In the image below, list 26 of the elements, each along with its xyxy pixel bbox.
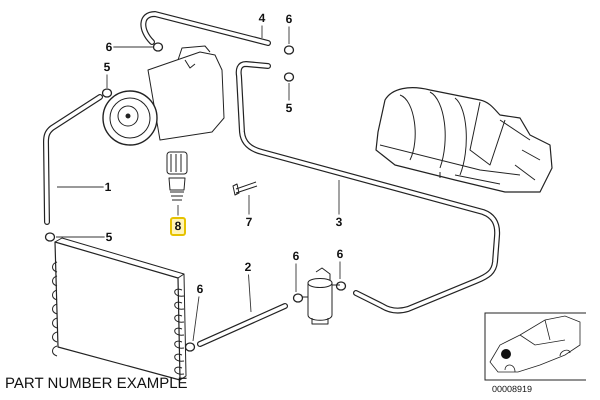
callout-number: 8: [170, 216, 186, 236]
leader-line: [288, 82, 290, 101]
leader-line: [248, 194, 250, 215]
callout-number: 5: [104, 60, 110, 74]
callout-number: 3: [336, 216, 342, 228]
callout-number: 6: [106, 40, 112, 54]
callout-number: 6: [286, 12, 292, 26]
leader-line: [106, 74, 108, 88]
leader-line: [192, 296, 200, 342]
leader-line: [248, 274, 252, 312]
leader-line: [112, 46, 154, 48]
leader-line: [56, 186, 104, 188]
callout-number: 5: [106, 230, 112, 244]
leader-line: [338, 180, 340, 215]
callout-number: 6: [196, 282, 204, 296]
callout-number: 1: [104, 180, 112, 194]
callout-number: 4: [258, 12, 266, 24]
callout-number: 7: [246, 216, 252, 228]
diagram-number: 00008919: [492, 384, 532, 394]
callout-number: 6: [292, 250, 300, 262]
part-number-caption: PART NUMBER EXAMPLE: [5, 375, 188, 392]
callout-number: 6: [336, 248, 344, 260]
callout-number: 5: [286, 102, 292, 114]
leader-line: [56, 236, 106, 238]
callout-number: 2: [244, 260, 252, 274]
leader-line: [288, 26, 290, 44]
